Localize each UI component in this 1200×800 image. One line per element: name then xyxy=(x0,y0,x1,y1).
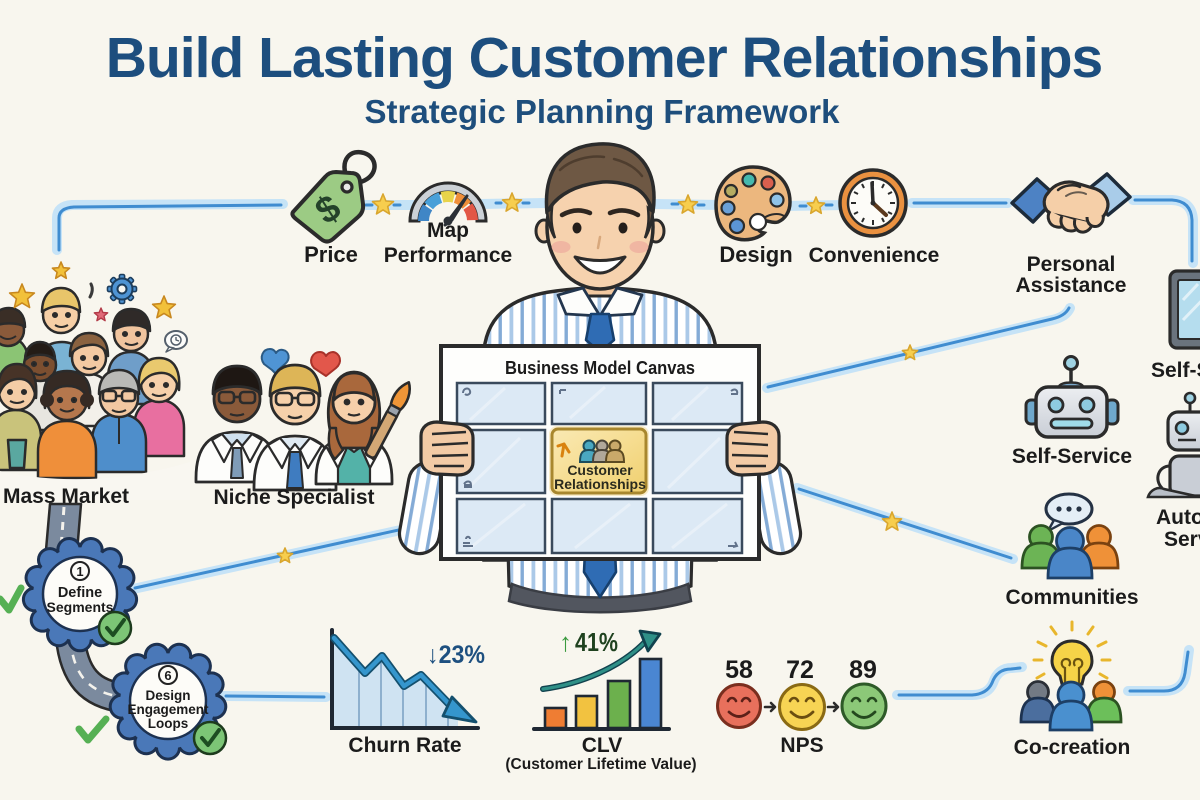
svg-text:Servic: Servic xyxy=(1164,528,1200,551)
svg-text:↓23%: ↓23% xyxy=(427,641,485,669)
svg-text:Segments: Segments xyxy=(47,599,114,615)
svg-text:CLV: CLV xyxy=(582,734,622,757)
svg-text:41%: 41% xyxy=(575,627,618,657)
svg-text:(Customer Lifetime Value): (Customer Lifetime Value) xyxy=(505,756,696,773)
svg-text:Price: Price xyxy=(304,242,358,267)
svg-text:89: 89 xyxy=(849,656,877,684)
svg-text:Define: Define xyxy=(58,585,102,601)
svg-text:Relationships: Relationships xyxy=(554,476,646,492)
svg-text:Performance: Performance xyxy=(384,244,512,267)
svg-text:Niche Specialist: Niche Specialist xyxy=(213,486,374,509)
svg-text:Loops: Loops xyxy=(148,716,189,731)
svg-text:Build Lasting Customer Relatio: Build Lasting Customer Relationships xyxy=(106,26,1102,90)
svg-text:↑: ↑ xyxy=(559,627,572,657)
svg-text:Mass Market: Mass Market xyxy=(3,485,129,508)
svg-text:Design: Design xyxy=(145,688,190,703)
svg-text:Self-Se: Self-Se xyxy=(1151,359,1200,382)
svg-text:Assistance: Assistance xyxy=(1016,274,1127,297)
svg-text:Strategic Planning Framework: Strategic Planning Framework xyxy=(365,93,841,130)
svg-text:Customer: Customer xyxy=(567,462,633,478)
svg-text:Self-Service: Self-Service xyxy=(1012,445,1132,468)
svg-text:1: 1 xyxy=(76,564,83,579)
svg-text:Communities: Communities xyxy=(1005,586,1138,609)
svg-text:Engagement: Engagement xyxy=(127,702,209,717)
svg-text:Co-creation: Co-creation xyxy=(1014,736,1131,759)
svg-text:72: 72 xyxy=(786,656,814,684)
svg-text:6: 6 xyxy=(164,668,171,683)
svg-text:Convenience: Convenience xyxy=(809,244,940,267)
svg-text:Personal: Personal xyxy=(1027,253,1116,276)
svg-text:Churn Rate: Churn Rate xyxy=(348,734,461,757)
svg-text:Autom: Autom xyxy=(1156,506,1200,529)
svg-text:Design: Design xyxy=(719,242,792,267)
svg-text:NPS: NPS xyxy=(780,734,823,757)
svg-text:Business Model Canvas: Business Model Canvas xyxy=(505,357,695,378)
svg-text:58: 58 xyxy=(725,656,753,684)
svg-text:Map: Map xyxy=(427,219,469,242)
